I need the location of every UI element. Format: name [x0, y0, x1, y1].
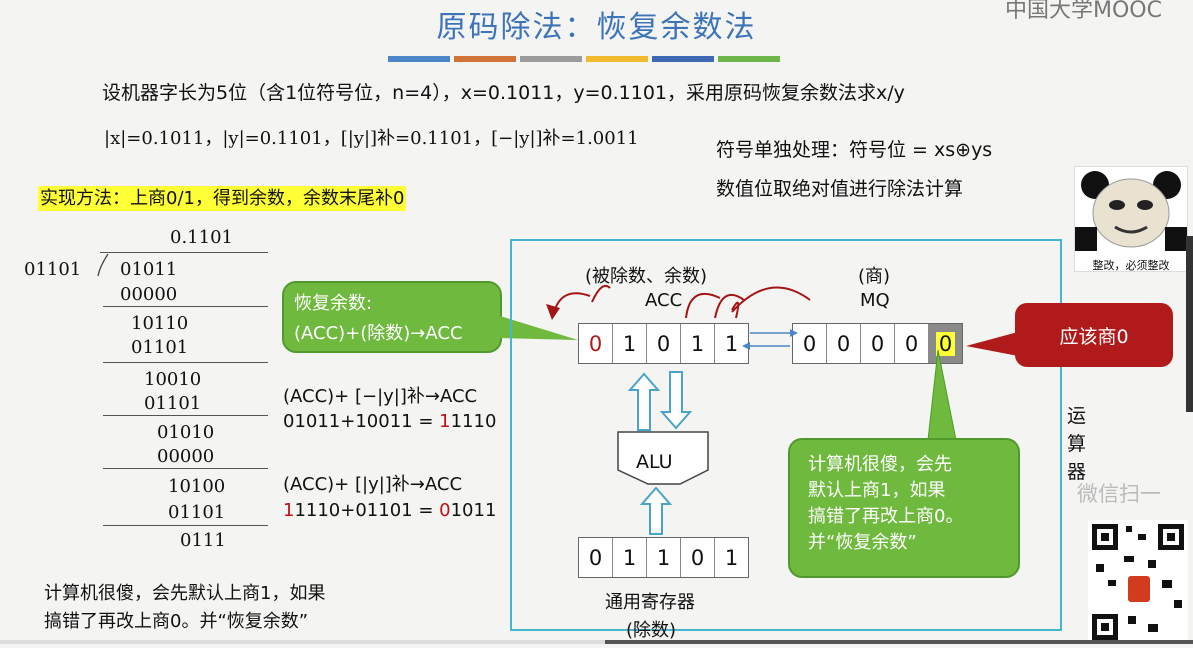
silly-callout-line4: 并“恢复余数”	[808, 532, 917, 553]
silly-callout-line3: 搞错了再改上商0。	[808, 506, 964, 527]
mq-bit: 0	[895, 324, 929, 363]
gr-bit: 1	[647, 538, 681, 577]
add-formula-label: (ACC)+ [|y|]补→ACC	[283, 474, 463, 495]
alu-diagram-arrows	[546, 284, 957, 535]
gr-bit: 0	[681, 538, 715, 577]
sub-calc-prefix: 01011+10011 =	[283, 411, 440, 432]
mq-label: MQ	[860, 290, 890, 311]
meme-image: 整改，必须整改	[1074, 166, 1188, 272]
meme-caption: 整改，必须整改	[1092, 259, 1170, 272]
division-row: 01010	[157, 422, 215, 443]
division-row: 01101	[131, 337, 189, 358]
division-row: 10110	[131, 313, 189, 334]
division-row: 01101	[144, 393, 202, 414]
method-highlight: 实现方法：上商0/1，得到余数，余数末尾补0	[38, 184, 407, 211]
alu-panel	[510, 239, 1062, 631]
title-color-bar	[718, 56, 780, 62]
acc-bit: 0	[647, 324, 681, 363]
gr-bit: 0	[579, 538, 613, 577]
bottom-note-line2: 搞错了再改上商0。并“恢复余数”	[44, 611, 309, 632]
alu-side-label: 运 算 器	[1067, 402, 1086, 486]
add-calc-red-digit: 1	[283, 500, 295, 521]
division-top-line	[100, 252, 268, 253]
mq-header: (商)	[858, 266, 891, 287]
sub-formula-calc: 01011+10011 = 11110	[283, 411, 496, 432]
acc-bit: 1	[724, 331, 739, 356]
quotient-bit-highlight: 0	[935, 331, 956, 356]
division-row: 10010	[144, 369, 202, 390]
title-color-bar	[454, 56, 516, 62]
division-row: 0111	[180, 530, 226, 551]
side-char-3: 器	[1067, 461, 1087, 483]
mq-bit: 0	[827, 324, 861, 363]
red-callout-pointer	[966, 332, 1018, 356]
title-color-bar	[652, 56, 714, 62]
right-edge-strip	[1186, 236, 1193, 412]
acc-bit: 1	[613, 324, 647, 363]
alu-label: ALU	[636, 451, 673, 473]
silly-callout-line2: 默认上商1，如果	[808, 480, 946, 501]
title-color-bar	[586, 56, 648, 62]
silly-computer-callout: 计算机很傻，会先 默认上商1，如果 搞错了再改上商0。 并“恢复余数”	[788, 438, 1020, 578]
silly-callout-line1: 计算机很傻，会先	[808, 454, 952, 475]
should-be-zero-callout: 应该商0	[1015, 303, 1173, 367]
restore-callout-pointer	[500, 316, 578, 340]
qr-code-icon	[1092, 524, 1184, 640]
sub-formula-label: (ACC)+ [−|y|]补→ACC	[283, 386, 478, 407]
division-row: 01011	[120, 259, 178, 280]
division-row: 01101	[168, 502, 226, 523]
video-progress-fill	[0, 640, 605, 644]
mq-bit: 0	[793, 324, 827, 363]
wechat-scan-text: 微信扫一	[1077, 482, 1161, 506]
division-bracket	[97, 253, 109, 277]
value-note: 数值位取绝对值进行除法计算	[716, 178, 964, 200]
side-char-1: 运	[1067, 405, 1087, 427]
sign-note: 符号单独处理：符号位 = xs⊕ys	[716, 139, 993, 161]
title-color-bar	[388, 56, 450, 62]
division-separator	[103, 306, 268, 307]
restore-callout-line1: 恢复余数:	[294, 293, 373, 314]
division-row: 00000	[157, 446, 215, 467]
division-separator	[103, 525, 268, 526]
division-row: 00000	[120, 284, 178, 305]
acc-bit: 1	[681, 324, 715, 363]
division-divisor: 01101	[24, 259, 82, 280]
general-register-sublabel: (除数)	[626, 620, 677, 641]
add-calc-rest: 1011	[450, 500, 497, 521]
acc-header: (被除数、余数)	[585, 266, 708, 287]
title-color-bar	[520, 56, 582, 62]
add-calc-mid: 1110+01101 =	[294, 500, 440, 521]
sub-calc-red-digit: 1	[439, 411, 451, 432]
sub-calc-rest: 1110	[450, 411, 497, 432]
gr-bit: 1	[613, 538, 647, 577]
acc-bit: 0	[579, 324, 613, 363]
restore-remainder-callout: 恢复余数: (ACC)+(除数)→ACC	[282, 281, 502, 353]
qr-code	[1088, 520, 1188, 644]
mq-bit: 0	[929, 324, 962, 363]
gr-bit: 1	[724, 545, 739, 570]
problem-values: |x|=0.1011，|y|=0.1101，[|y|]补=0.1101，[−|y…	[104, 128, 639, 149]
mq-bit: 0	[861, 324, 895, 363]
problem-statement: 设机器字长为5位（含1位符号位，n=4），x=0.1011，y=0.1101，采…	[102, 82, 905, 104]
mooc-watermark: 中国大学MOOC	[1005, 0, 1162, 23]
add-formula-calc: 11110+01101 = 01011	[283, 500, 496, 521]
page-title: 原码除法：恢复余数法	[436, 10, 757, 45]
acc-label: ACC	[645, 290, 683, 311]
side-char-2: 算	[1067, 433, 1087, 455]
add-calc-red-digit-2: 0	[439, 500, 451, 521]
bottom-note-line1: 计算机很傻，会先默认上商1，如果	[44, 583, 326, 604]
division-quotient: 0.1101	[170, 227, 233, 248]
division-separator	[103, 468, 268, 469]
panda-face-icon	[1075, 171, 1187, 251]
restore-callout-line2: (ACC)+(除数)→ACC	[294, 323, 463, 344]
method-text: 实现方法：上商0/1，得到余数，余数末尾补0	[38, 186, 407, 211]
division-separator	[103, 362, 268, 363]
division-row: 10100	[168, 476, 226, 497]
division-separator	[103, 415, 268, 416]
general-register-label: 通用寄存器	[605, 592, 695, 613]
